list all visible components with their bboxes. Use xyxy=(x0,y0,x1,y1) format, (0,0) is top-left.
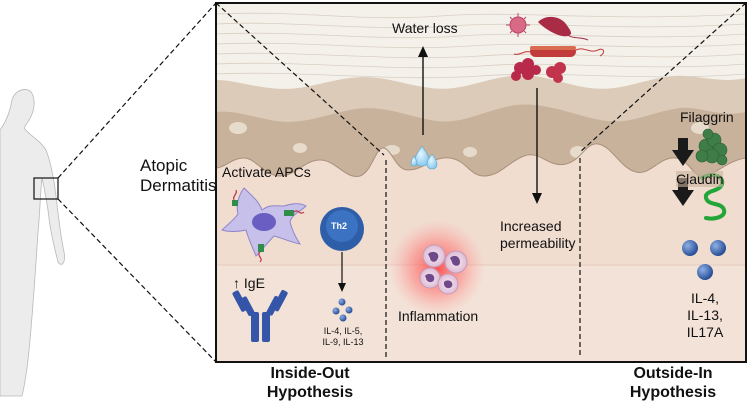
increased-label: Increased xyxy=(500,218,562,234)
th2-cytokines-line-2: IL-9, IL-13 xyxy=(322,337,364,347)
th2-cell-icon xyxy=(320,207,364,251)
outside-cytokine-line-1: IL-4, xyxy=(690,290,719,306)
ige-up-arrow: ↑ xyxy=(233,275,240,291)
filaggrin-protein-icon xyxy=(695,128,728,166)
dendritic-cell-icon xyxy=(221,187,307,263)
filaggrin-label: Filaggrin xyxy=(680,109,734,125)
zoom-region-box xyxy=(33,177,59,200)
th2-cytokines-line-1: IL-4, IL-5, xyxy=(323,326,363,336)
inflammation-label: Inflammation xyxy=(398,308,479,324)
title-line-2: Dermatitis xyxy=(140,176,217,195)
th2-label: Th2 xyxy=(331,221,348,231)
outside-cytokine-line-3: IL17A xyxy=(686,324,724,340)
claudin-label: Claudin xyxy=(676,171,724,187)
neutrophil-icon xyxy=(419,244,468,295)
ige-label: IgE xyxy=(243,275,265,291)
permeability-label: permeability xyxy=(500,235,576,251)
claudin-arrow xyxy=(672,178,694,206)
small-cytokine-icon xyxy=(332,298,353,322)
water-drop-icon xyxy=(410,145,438,170)
filaggrin-arrow xyxy=(672,138,694,166)
title-line-1: Atopic xyxy=(140,156,188,175)
human-body-icon xyxy=(0,89,65,397)
cytokine-icon xyxy=(682,240,726,280)
outside-cytokine-line-2: IL-13, xyxy=(687,307,723,323)
water-loss-label: Water loss xyxy=(392,20,458,36)
virus-icon xyxy=(506,13,530,37)
antibody-icon xyxy=(232,289,288,342)
inside-out-title-line-1: Inside-Out xyxy=(270,365,350,382)
skin-section-frame xyxy=(215,2,747,363)
inside-out-title-line-2: Hypothesis xyxy=(266,384,354,401)
activate-apcs-label: Activate APCs xyxy=(222,164,311,180)
outside-in-title-line-1: Outside-In xyxy=(633,365,713,382)
outside-in-title-line-2: Hypothesis xyxy=(629,384,717,401)
bacteria-icon xyxy=(511,16,605,83)
inflammation-glow xyxy=(389,220,485,316)
